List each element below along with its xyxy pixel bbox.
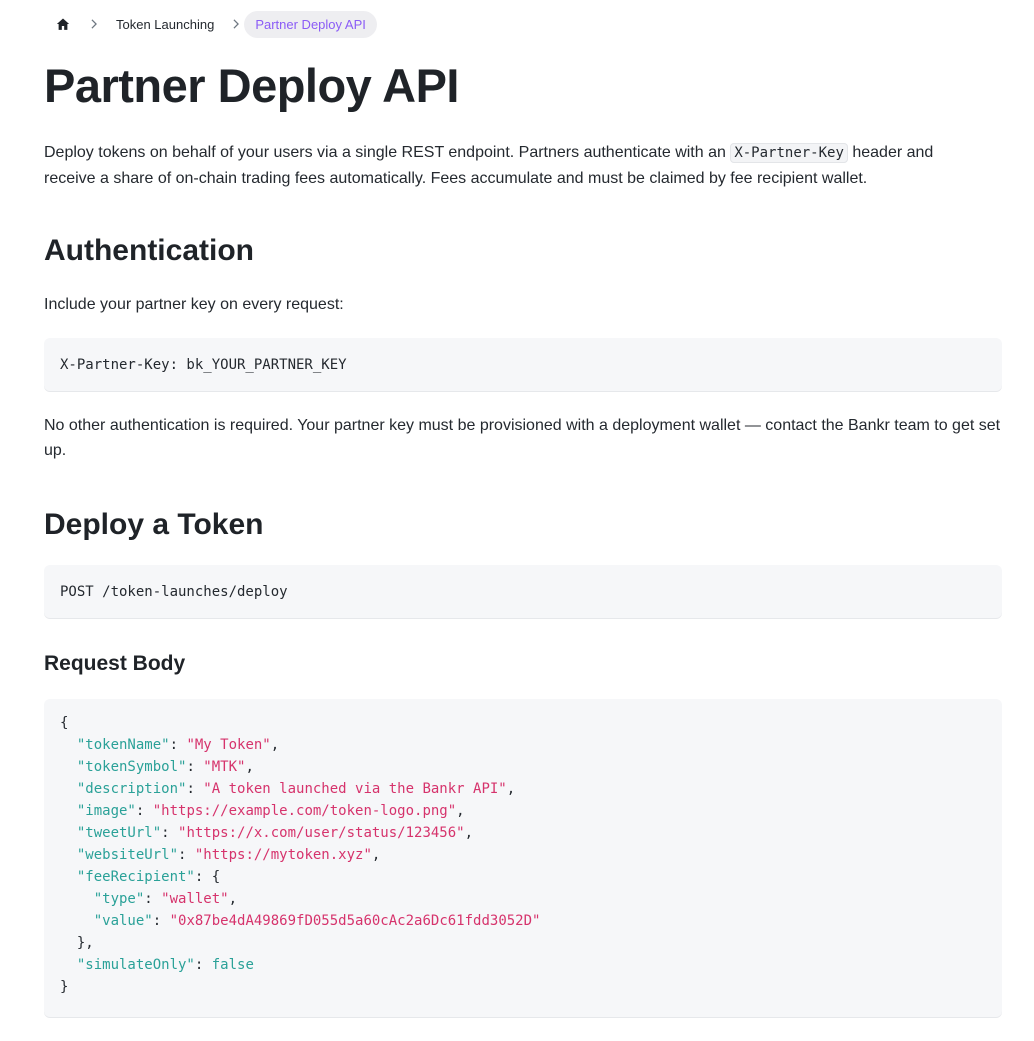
code-line: "type": "wallet", bbox=[60, 888, 986, 910]
json-string: "https://mytoken.xyz" bbox=[194, 847, 372, 863]
json-punctuation: { bbox=[60, 715, 69, 731]
json-key: "simulateOnly" bbox=[76, 957, 195, 973]
code-line: "tokenSymbol": "MTK", bbox=[60, 756, 986, 778]
code-line: "websiteUrl": "https://mytoken.xyz", bbox=[60, 844, 986, 866]
deploy-token-heading[interactable]: Deploy a Token bbox=[44, 508, 264, 541]
json-punctuation: , bbox=[228, 891, 238, 907]
json-key: "description" bbox=[76, 781, 187, 797]
json-punctuation: : bbox=[144, 891, 162, 907]
breadcrumb-token-launching[interactable]: Token Launching bbox=[116, 16, 215, 32]
json-key: "tokenSymbol" bbox=[76, 759, 187, 775]
json-punctuation: : bbox=[194, 957, 212, 973]
inline-code-partner-key: X-Partner-Key bbox=[730, 143, 848, 163]
auth-header-code-block[interactable]: X-Partner-Key: bk_YOUR_PARTNER_KEY bbox=[44, 338, 1002, 391]
json-key: "value" bbox=[93, 913, 153, 929]
code-line: }, bbox=[60, 932, 986, 954]
json-punctuation: , bbox=[506, 781, 516, 797]
json-key: "type" bbox=[93, 891, 145, 907]
json-punctuation: , bbox=[270, 737, 280, 753]
json-punctuation: , bbox=[464, 825, 474, 841]
json-punctuation: : bbox=[186, 759, 204, 775]
json-punctuation: : bbox=[186, 781, 204, 797]
request-body-heading[interactable]: Request Body bbox=[44, 652, 186, 675]
page-title: Partner Deploy API bbox=[44, 59, 460, 112]
json-string: "https://x.com/user/status/123456" bbox=[178, 825, 465, 841]
json-string: "My Token" bbox=[186, 737, 271, 753]
json-string: "0x87be4dA49869fD055d5a60cAc2a6Dc61fdd30… bbox=[169, 913, 541, 929]
endpoint-code-block[interactable]: POST /token-launches/deploy bbox=[44, 565, 1002, 618]
chevron-right-icon bbox=[218, 19, 254, 29]
json-punctuation: , bbox=[456, 803, 465, 819]
breadcrumb: Token Launching Partner Deploy API bbox=[50, 9, 377, 39]
code-line: "description": "A token launched via the… bbox=[60, 778, 986, 800]
authentication-note: No other authentication is required. You… bbox=[44, 417, 1001, 459]
intro-text-start: Deploy tokens on behalf of your users vi… bbox=[44, 144, 731, 161]
intro-text-end: header and receive a share of on-chain t… bbox=[44, 144, 934, 187]
json-key: "tweetUrl" bbox=[76, 825, 162, 841]
json-punctuation: : bbox=[169, 737, 187, 753]
code-line: "value": "0x87be4dA49869fD055d5a60cAc2a6… bbox=[60, 910, 986, 932]
code-line: } bbox=[60, 976, 986, 998]
code-line: "feeRecipient": { bbox=[60, 866, 986, 888]
breadcrumb-current: Partner Deploy API bbox=[244, 10, 377, 38]
authentication-lead: Include your partner key on every reques… bbox=[44, 296, 344, 313]
chevron-right-icon bbox=[76, 19, 112, 29]
json-punctuation: : { bbox=[194, 869, 221, 885]
request-body-code-block[interactable]: { "tokenName": "My Token", "tokenSymbol"… bbox=[44, 699, 1002, 1017]
authentication-heading[interactable]: Authentication bbox=[44, 234, 254, 267]
json-key: "websiteUrl" bbox=[76, 847, 179, 863]
json-string: "MTK" bbox=[203, 759, 246, 775]
json-punctuation: , bbox=[245, 759, 254, 775]
json-key: "tokenName" bbox=[76, 737, 170, 753]
code-line: "simulateOnly": false bbox=[60, 954, 986, 976]
json-string: "wallet" bbox=[161, 891, 229, 907]
json-boolean: false bbox=[211, 957, 254, 973]
code-line: "image": "https://example.com/token-logo… bbox=[60, 800, 986, 822]
endpoint-code: POST /token-launches/deploy bbox=[60, 583, 288, 600]
code-line: { bbox=[60, 712, 986, 734]
json-punctuation: : bbox=[135, 803, 153, 819]
code-line: "tweetUrl": "https://x.com/user/status/1… bbox=[60, 822, 986, 844]
code-line: "tokenName": "My Token", bbox=[60, 734, 986, 756]
json-string: "https://example.com/token-logo.png" bbox=[152, 803, 457, 819]
auth-header-code: X-Partner-Key: bk_YOUR_PARTNER_KEY bbox=[60, 356, 347, 373]
json-string: "A token launched via the Bankr API" bbox=[203, 781, 507, 797]
json-punctuation: : bbox=[178, 847, 195, 863]
intro-paragraph: Deploy tokens on behalf of your users vi… bbox=[44, 140, 974, 191]
home-icon[interactable] bbox=[50, 11, 76, 37]
json-punctuation: : bbox=[152, 913, 170, 929]
json-punctuation: } bbox=[60, 979, 69, 995]
json-key: "image" bbox=[76, 803, 136, 819]
json-punctuation: , bbox=[371, 847, 381, 863]
json-key: "feeRecipient" bbox=[76, 869, 195, 885]
json-punctuation: : bbox=[161, 825, 179, 841]
json-punctuation: }, bbox=[76, 935, 94, 951]
